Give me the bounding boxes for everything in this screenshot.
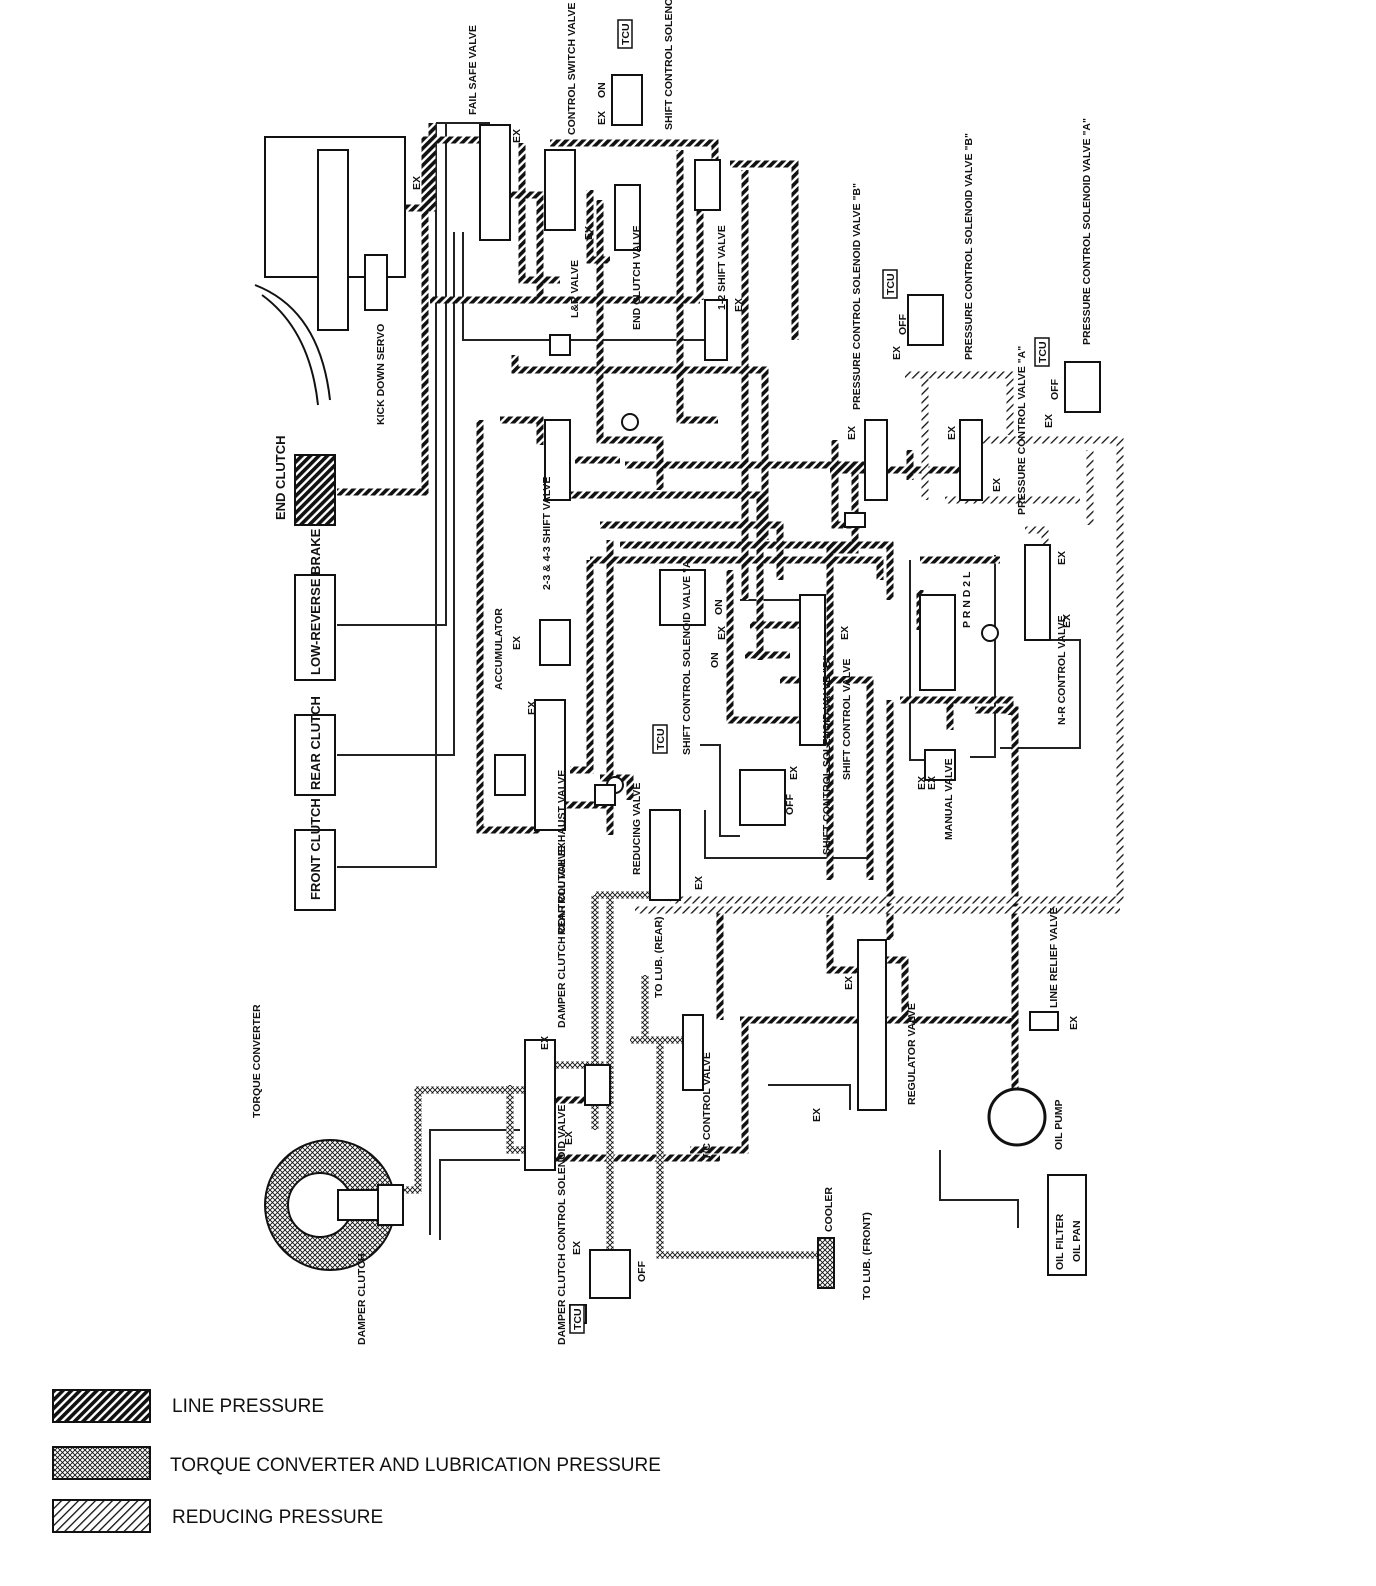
label-to-lub-rear: TO LUB. (REAR) bbox=[653, 917, 665, 998]
label-low-reverse-brake: LOW-REVERSE BRAKE bbox=[308, 528, 323, 675]
label-oil-filter: OIL FILTER bbox=[1054, 1213, 1066, 1270]
marker-ex: EX bbox=[1061, 614, 1073, 628]
label-rear-clutch-exhaust-valve: REAR CLUTCH EXHAUST VALVE bbox=[556, 770, 568, 935]
legend-label-line-pressure: LINE PRESSURE bbox=[172, 1396, 324, 1417]
label-2-3-4-3-shift-valve: 2-3 & 4-3 SHIFT VALVE bbox=[541, 477, 553, 590]
label-nr-control-valve: N-R CONTROL VALVE bbox=[1056, 615, 1068, 725]
label-sol-c: SHIFT CONTROL SOLENOID VALVE "C" HIGH-LO… bbox=[663, 0, 675, 130]
label-to-lub-front: TO LUB. (FRONT) bbox=[861, 1212, 873, 1300]
marker-off: OFF bbox=[784, 793, 796, 815]
marker-on: ON bbox=[713, 599, 725, 615]
marker-ex: EX bbox=[991, 478, 1003, 492]
reducing-pressure-pipes bbox=[635, 371, 1124, 914]
label-manual-valve: MANUAL VALVE bbox=[943, 758, 955, 840]
marker-tcu: TCU bbox=[885, 273, 897, 295]
legend: LINE PRESSURE TORQUE CONVERTER AND LUBRI… bbox=[52, 1389, 661, 1533]
label-prnd2l: P R N D 2 L bbox=[961, 571, 973, 628]
label-line-relief-valve: LINE RELIEF VALVE bbox=[1048, 907, 1060, 1008]
label-lr-valve: L&R VALVE bbox=[569, 260, 581, 318]
label-damper-clutch-control-valve: DAMPER CLUTCH CONTROL VALVE bbox=[556, 845, 568, 1028]
label-end-clutch: END CLUTCH bbox=[273, 436, 288, 521]
marker-ex: EX bbox=[563, 1131, 575, 1145]
label-tc-control-valve: T/C CONTROL VALVE bbox=[701, 1052, 713, 1160]
marker-ex: EX bbox=[926, 776, 938, 790]
label-pc-sol-a: PRESSURE CONTROL SOLENOID VALVE "A" bbox=[1081, 118, 1093, 345]
marker-ex: EX bbox=[811, 1108, 823, 1122]
legend-swatch-line-pressure bbox=[52, 1389, 151, 1423]
legend-label-tc-lube: TORQUE CONVERTER AND LUBRICATION PRESSUR… bbox=[170, 1455, 661, 1476]
marker-ex: EX bbox=[733, 298, 745, 312]
low-reverse-box bbox=[294, 574, 336, 681]
marker-ex: EX bbox=[839, 626, 851, 640]
marker-ex: EX bbox=[1056, 551, 1068, 565]
marker-tcu: TCU bbox=[655, 728, 667, 750]
label-sol-a: SHIFT CONTROL SOLENOID VALVE "A" bbox=[681, 555, 693, 755]
rear-clutch-box bbox=[294, 714, 336, 796]
marker-ex: EX bbox=[571, 1241, 583, 1255]
label-front-clutch: FRONT CLUTCH bbox=[308, 798, 323, 900]
marker-off: OFF bbox=[897, 313, 909, 335]
marker-ex: EX bbox=[716, 626, 728, 640]
marker-ex: EX bbox=[511, 636, 523, 650]
label-1-2-shift-valve: 1-2 SHIFT VALVE bbox=[716, 225, 728, 310]
marker-ex: EX bbox=[843, 976, 855, 990]
marker-on: ON bbox=[596, 82, 608, 98]
marker-ex: EX bbox=[511, 129, 523, 143]
marker-ex: EX bbox=[946, 426, 958, 440]
label-reducing-valve: REDUCING VALVE bbox=[631, 783, 643, 875]
marker-tcu: TCU bbox=[620, 23, 632, 45]
label-end-clutch-valve: END CLUTCH VALVE bbox=[631, 225, 643, 330]
label-rear-clutch: REAR CLUTCH bbox=[308, 696, 323, 790]
marker-tcu: TCU bbox=[1037, 341, 1049, 363]
label-damper-clutch-sol: DAMPER CLUTCH CONTROL SOLENOID VALVE bbox=[556, 1105, 568, 1345]
legend-swatch-reducing bbox=[52, 1499, 151, 1533]
label-pc-sol-b: PRESSURE CONTROL SOLENOID VALVE "B" bbox=[963, 133, 975, 360]
front-clutch-box bbox=[294, 829, 336, 911]
marker-off: OFF bbox=[636, 1260, 648, 1282]
end-clutch-box bbox=[294, 454, 336, 526]
marker-ex: EX bbox=[846, 426, 858, 440]
marker-tcu: TCU bbox=[572, 1308, 584, 1330]
marker-ex: EX bbox=[693, 876, 705, 890]
labels: FAIL SAFE VALVE CONTROL SWITCH VALVE SHI… bbox=[251, 0, 1093, 1345]
marker-ex: EX bbox=[583, 226, 595, 240]
marker-ex: EX bbox=[539, 1036, 551, 1050]
upper-valve-group bbox=[479, 74, 1101, 901]
label-shift-control-valve: SHIFT CONTROL VALVE bbox=[841, 659, 853, 780]
label-kickdown-servo: KICK DOWN SERVO bbox=[375, 324, 387, 425]
legend-label-reducing: REDUCING PRESSURE bbox=[172, 1507, 383, 1528]
marker-off: OFF bbox=[1049, 378, 1061, 400]
kickdown-servo bbox=[254, 136, 406, 406]
marker-ex: EX bbox=[891, 346, 903, 360]
marker-ex: EX bbox=[1043, 414, 1055, 428]
label-control-switch-valve: CONTROL SWITCH VALVE bbox=[566, 3, 578, 135]
marker-ex: EX bbox=[788, 766, 800, 780]
marker-ex: EX bbox=[1068, 1016, 1080, 1030]
marker-on: ON bbox=[709, 652, 721, 668]
label-oil-pump: OIL PUMP bbox=[1053, 1099, 1065, 1150]
label-damper-clutch: DAMPER CLUTCH bbox=[356, 1253, 368, 1345]
label-pc-sol-b-inner: PRESSURE CONTROL SOLENOID VALVE "B" bbox=[851, 183, 863, 410]
marker-ex: EX bbox=[411, 176, 423, 190]
label-pcv-a: PRESSURE CONTROL VALVE "A" bbox=[1016, 346, 1028, 515]
label-accumulator: ACCUMULATOR bbox=[493, 608, 505, 690]
label-fail-safe-valve: FAIL SAFE VALVE bbox=[467, 25, 479, 115]
marker-ex: EX bbox=[596, 111, 608, 125]
markers: EX EX EX EX EX EX EX EX EX EX EX EX EX E… bbox=[411, 19, 1080, 1334]
label-torque-converter: TORQUE CONVERTER bbox=[251, 1004, 263, 1118]
label-regulator-valve: REGULATOR VALVE bbox=[906, 1003, 918, 1105]
label-oil-pan: OIL PAN bbox=[1071, 1220, 1083, 1262]
label-sol-b: SHIFT CONTROL SOLENOID VALVE "B" bbox=[821, 655, 833, 855]
torque-converter-shape bbox=[264, 1139, 404, 1271]
legend-swatch-tc-lube bbox=[52, 1446, 151, 1480]
marker-ex: EX bbox=[526, 701, 538, 715]
marker-ex: EX bbox=[916, 776, 928, 790]
line-pressure-pipes bbox=[337, 123, 1019, 1162]
label-cooler: COOLER bbox=[823, 1187, 835, 1232]
